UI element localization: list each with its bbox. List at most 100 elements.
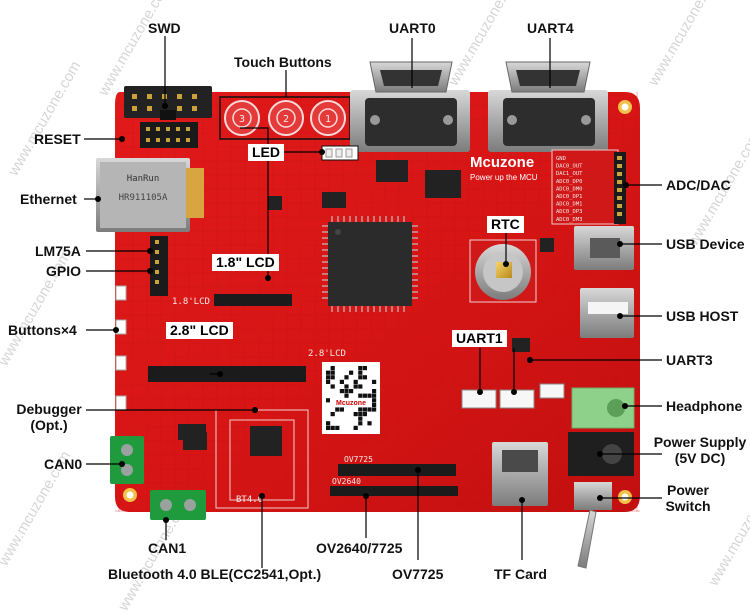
label-headphone: Headphone	[666, 398, 743, 414]
label-power-switch-line2: Switch	[665, 498, 711, 514]
headphone-jack	[571, 387, 635, 429]
small-chips	[178, 160, 554, 456]
label-power-supply: Power Supply (5V DC)	[650, 434, 750, 466]
qr-cell	[362, 407, 367, 412]
label-lm75a: LM75A	[35, 243, 81, 259]
lcd18-silk: 1.8'LCD	[172, 297, 210, 307]
label-debugger-line2: (Opt.)	[30, 417, 68, 433]
lcd28-silk: 2.8'LCD	[308, 349, 346, 359]
qr-cell	[358, 366, 363, 371]
touch-pad-number: 3	[239, 114, 245, 125]
qr-cell	[344, 393, 349, 398]
label-gpio: GPIO	[46, 263, 82, 279]
qr-code: Mcuzone	[322, 362, 380, 434]
label-lcd28: 2.8" LCD	[166, 322, 233, 339]
label-can0: CAN0	[44, 456, 83, 472]
qr-cell	[330, 384, 335, 389]
qr-cell	[362, 375, 367, 380]
qr-cell	[330, 425, 335, 430]
ov2640-silk: OV2640	[332, 477, 361, 486]
qr-cell	[362, 412, 367, 417]
qr-cell	[372, 393, 377, 398]
adc-dac-pin-label: ADC0_DP0	[556, 179, 583, 185]
adc-dac-pin-label: ADC0_DP1	[556, 194, 583, 200]
label-uart3: UART3	[666, 352, 713, 368]
adc-dac-pin-label: ADC0_DP3	[556, 209, 583, 215]
ethernet-jack: HanRun HR911105A	[96, 158, 204, 232]
ethernet-brand: HanRun	[127, 174, 160, 184]
leader-dots	[95, 103, 629, 523]
label-power-switch: Power Switch	[660, 482, 716, 514]
board-brand: Mcuzone	[470, 154, 534, 171]
label-power-supply-line1: Power Supply	[653, 434, 747, 450]
can0-terminal	[110, 436, 144, 484]
label-usb-host: USB HOST	[666, 308, 739, 324]
lcd18-header: 1.8'LCD	[172, 294, 292, 307]
tf-card-slot	[492, 442, 548, 506]
uart4-db9-connector	[488, 61, 608, 152]
led-row	[321, 145, 359, 161]
leader-lines	[84, 36, 662, 568]
qr-cell	[353, 425, 358, 430]
qr-cell	[372, 379, 377, 384]
label-ov2640-7725: OV2640/7725	[316, 540, 403, 556]
qr-cell	[349, 389, 354, 394]
qr-cell	[367, 407, 372, 412]
label-can1: CAN1	[148, 540, 187, 556]
qr-cell	[367, 393, 372, 398]
qr-cell	[362, 393, 367, 398]
label-power-switch-line1: Power	[666, 482, 709, 498]
qr-cell	[349, 370, 354, 375]
ethernet-model: HR911105A	[119, 193, 168, 203]
qr-cell	[335, 425, 340, 430]
qr-brand: Mcuzone	[336, 400, 366, 407]
qr-cell	[372, 402, 377, 407]
qr-cell	[326, 425, 331, 430]
swd-header	[124, 86, 212, 148]
board-logo: Mcuzone Power up the MCU	[470, 154, 538, 182]
ov7725-silk: OV7725	[344, 455, 373, 464]
label-swd: SWD	[148, 20, 181, 36]
touch-pad-number: 2	[283, 114, 289, 125]
qr-cell	[358, 407, 363, 412]
qr-cell	[358, 370, 363, 375]
qr-cell	[358, 384, 363, 389]
label-rtc: RTC	[487, 216, 524, 233]
label-tf-card: TF Card	[494, 566, 547, 582]
label-power-supply-line2: (5V DC)	[674, 450, 726, 466]
qr-cell	[353, 379, 358, 384]
qr-cell	[326, 375, 331, 380]
touch-pads: 3 2 1	[219, 96, 351, 140]
label-bluetooth: Bluetooth 4.0 BLE(CC2541,Opt.)	[108, 566, 322, 582]
label-debugger-line1: Debugger	[16, 401, 82, 417]
label-buttons: Buttons×4	[8, 322, 77, 338]
adc-dac-pin-label: DAC0_OUT	[556, 164, 583, 170]
adc-dac-pin-label: DAC1_OUT	[556, 171, 583, 177]
qr-cell	[326, 379, 331, 384]
qr-cell	[330, 366, 335, 371]
lcd28-header: 2.8'LCD	[148, 349, 346, 382]
can1-terminal	[150, 490, 206, 520]
label-touch-buttons: Touch Buttons	[234, 54, 332, 70]
label-debugger: Debugger (Opt.)	[14, 401, 84, 433]
qr-cell	[326, 421, 331, 426]
adc-dac-pin-label: ADC0_DM0	[556, 186, 583, 192]
qr-cell	[358, 416, 363, 421]
qr-cell	[358, 375, 363, 380]
adc-dac-pin-label: GND	[556, 156, 566, 162]
qr-cell	[330, 375, 335, 380]
label-lcd18: 1.8" LCD	[212, 254, 279, 271]
qr-cell	[372, 389, 377, 394]
qr-cell	[330, 412, 335, 417]
gpio-header	[150, 236, 168, 296]
qr-cell	[367, 421, 372, 426]
qr-cell	[358, 393, 363, 398]
qr-cell	[344, 375, 349, 380]
label-adc-dac: ADC/DAC	[666, 177, 731, 193]
board-tagline: Power up the MCU	[470, 173, 538, 182]
qr-cell	[358, 412, 363, 417]
qr-cell	[372, 407, 377, 412]
usb-host-port	[580, 288, 634, 338]
